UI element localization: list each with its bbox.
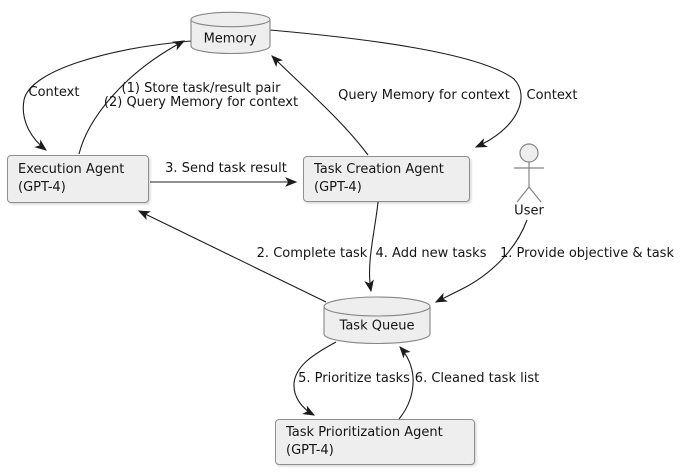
task-prioritization-agent-sublabel: (GPT-4) bbox=[286, 443, 334, 458]
edge-label-context-left: Context bbox=[28, 85, 80, 100]
edge-label-query-memory: Query Memory for context bbox=[338, 88, 510, 103]
edge-memory-to-taskcreation-context bbox=[269, 29, 522, 148]
edge-taskcreation-to-memory-query bbox=[271, 55, 369, 156]
edge-label-complete-task: 2. Complete task bbox=[256, 246, 368, 261]
memory-label: Memory bbox=[203, 31, 257, 47]
edge-prioritization-to-taskqueue-cleaned bbox=[398, 346, 414, 420]
memory-cylinder bbox=[190, 11, 271, 55]
task-queue-label: Task Queue bbox=[339, 318, 415, 334]
task-creation-agent-sublabel: (GPT-4) bbox=[314, 180, 362, 195]
edge-user-to-taskqueue-provide bbox=[434, 219, 528, 303]
edge-label-store-query-line2: (2) Query Memory for context bbox=[103, 95, 299, 110]
user-actor-icon bbox=[514, 143, 544, 203]
edge-taskqueue-to-prioritization bbox=[293, 341, 337, 416]
task-creation-agent-node: Task Creation Agent (GPT-4) bbox=[303, 156, 470, 202]
edge-label-send-task-result: 3. Send task result bbox=[165, 161, 287, 176]
edge-label-prioritize-tasks: 5. Prioritize tasks bbox=[298, 371, 410, 386]
edge-taskqueue-to-execution-complete bbox=[137, 210, 327, 303]
task-creation-agent-label: Task Creation Agent bbox=[314, 162, 444, 177]
task-prioritization-agent-node: Task Prioritization Agent (GPT-4) bbox=[275, 419, 475, 465]
edge-memory-to-execution-context bbox=[22, 40, 192, 151]
edge-label-store-query: (1) Store task/result pair (2) Query Mem… bbox=[104, 82, 298, 110]
edge-execution-to-memory-store-query bbox=[78, 40, 186, 155]
edge-label-cleaned-task-list: 6. Cleaned task list bbox=[414, 371, 540, 386]
task-prioritization-agent-label: Task Prioritization Agent bbox=[286, 425, 443, 440]
edge-label-provide-objective: 1. Provide objective & task bbox=[500, 246, 674, 261]
edge-label-context-right: Context bbox=[526, 88, 578, 103]
task-queue-cylinder bbox=[323, 296, 431, 345]
execution-agent-sublabel: (GPT-4) bbox=[18, 180, 66, 195]
execution-agent-label: Execution Agent bbox=[18, 162, 125, 177]
edge-taskcreation-to-taskqueue-add bbox=[364, 201, 379, 293]
user-label: User bbox=[514, 203, 544, 219]
edge-label-store-query-line1: (1) Store task/result pair bbox=[121, 81, 281, 96]
execution-agent-node: Execution Agent (GPT-4) bbox=[7, 155, 149, 203]
edge-label-add-new-tasks: 4. Add new tasks bbox=[375, 246, 487, 261]
